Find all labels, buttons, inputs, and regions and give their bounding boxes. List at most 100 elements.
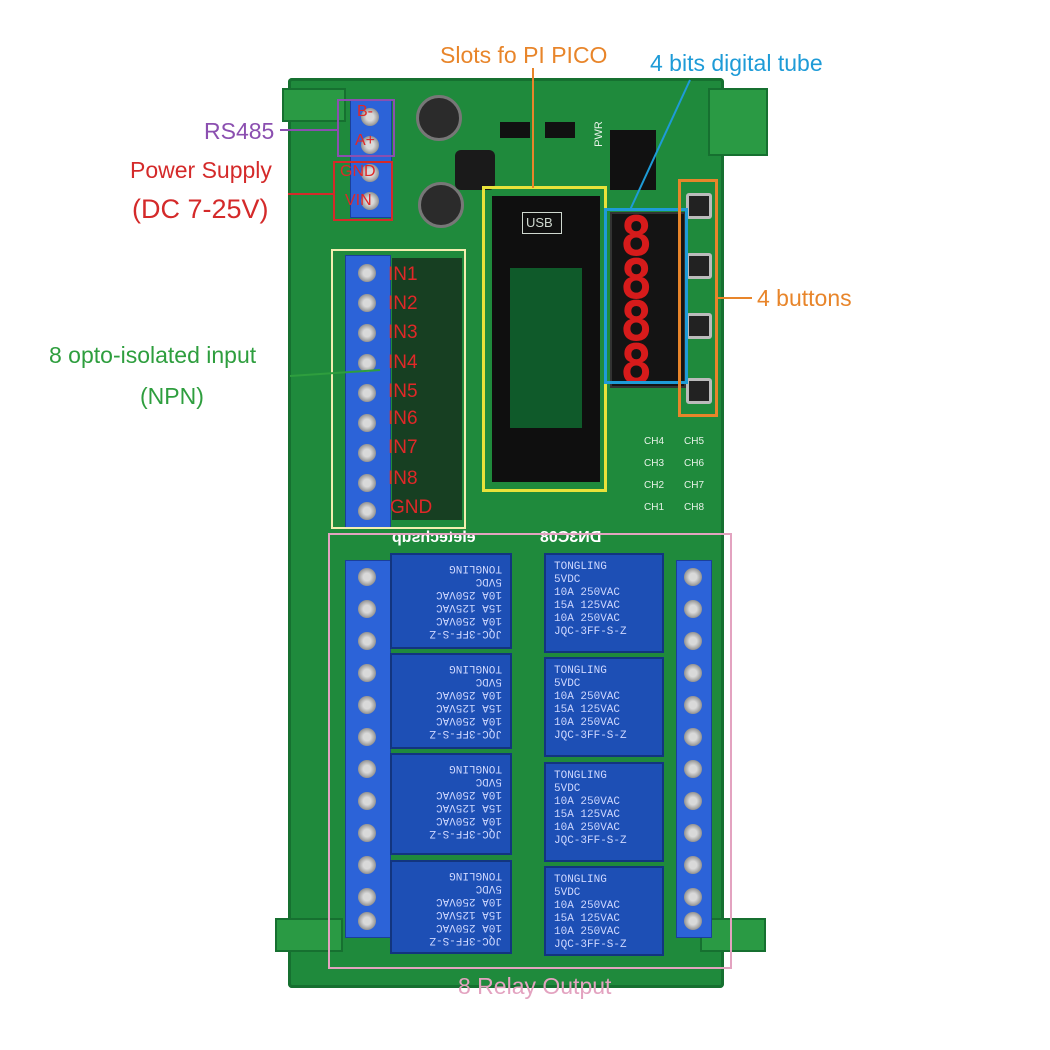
input-label-in7: IN7	[388, 437, 418, 458]
relay-rating: 15A 125VAC	[554, 704, 621, 716]
relay-rating: 15A 125VAC	[554, 600, 621, 612]
input-label-in1: IN1	[388, 264, 418, 285]
screw-icon	[358, 728, 376, 746]
relay-model: JQC-3FF-S-Z	[554, 626, 627, 638]
relay-rating: 10A 250VAC	[554, 613, 621, 625]
screw-icon	[358, 568, 376, 586]
screw-icon	[684, 888, 702, 906]
optocoupler-array	[392, 258, 462, 520]
display-highlight-box	[604, 208, 688, 384]
relay-brand: TONGLING	[554, 874, 607, 886]
tube-callout: 4 bits digital tube	[650, 50, 823, 76]
ic-chip	[545, 122, 575, 138]
ic-chip	[610, 130, 656, 190]
inductor	[455, 150, 495, 190]
input-label-in3: IN3	[388, 322, 418, 343]
screw-icon	[358, 474, 376, 492]
relay: JQC-3FF-S-Z 10A 250VAC 15A 125VAC 10A 25…	[390, 653, 512, 749]
inputs-highlight-box	[331, 249, 466, 529]
relay-rating: 15A 125VAC	[554, 809, 621, 821]
key4-button[interactable]	[686, 378, 712, 404]
terminal-label-b: B-	[357, 103, 373, 120]
screw-icon	[361, 108, 379, 126]
screw-icon	[684, 824, 702, 842]
screw-icon	[684, 856, 702, 874]
screw-icon	[358, 384, 376, 402]
screw-icon	[358, 354, 376, 372]
relay: JQC-3FF-S-Z 10A 250VAC 15A 125VAC 10A 25…	[390, 753, 512, 855]
screw-icon	[684, 664, 702, 682]
input-label-in4: IN4	[388, 352, 418, 373]
relay-terminal-block-left	[345, 560, 391, 938]
terminal-label-a: A+	[355, 132, 376, 149]
din-clip-top-left	[282, 88, 346, 122]
key1-button[interactable]	[686, 193, 712, 219]
screw-icon	[684, 632, 702, 650]
terminal-label-vin: VIN	[345, 192, 372, 209]
capacitor	[416, 95, 462, 141]
screw-icon	[358, 760, 376, 778]
screw-icon	[684, 912, 702, 930]
usb-outline	[522, 212, 562, 234]
screw-icon	[684, 728, 702, 746]
screw-icon	[684, 568, 702, 586]
screw-icon	[358, 294, 376, 312]
led-label-ch6: CH6	[684, 458, 705, 469]
display-digit: 8	[620, 333, 653, 396]
relay: TONGLING 5VDC 10A 250VAC 15A 125VAC 10A …	[544, 553, 664, 653]
relay-rating: 10A 250VAC	[554, 822, 621, 834]
usb-label: USB	[526, 215, 553, 230]
terminal-label-gnd: GND	[340, 163, 376, 180]
seven-segment-display	[610, 212, 686, 388]
screw-icon	[358, 264, 376, 282]
screw-icon	[358, 600, 376, 618]
screw-icon	[361, 192, 379, 210]
tube-leader	[629, 79, 691, 211]
screw-icon	[684, 792, 702, 810]
display-digit: 8	[620, 205, 653, 268]
screw-icon	[358, 664, 376, 682]
relay-rating: 15A 125VAC	[554, 913, 621, 925]
relay-rating: 10A 250VAC	[554, 926, 621, 938]
power-highlight-box	[333, 161, 393, 221]
relay: TONGLING 5VDC 10A 250VAC 15A 125VAC 10A …	[544, 657, 664, 757]
relays-callout: 8 Relay Output	[458, 973, 612, 999]
relay-coil: 5VDC	[554, 783, 581, 795]
screw-icon	[358, 444, 376, 462]
input-label-in8: IN8	[388, 468, 418, 489]
screw-icon	[684, 600, 702, 618]
relay-rating: 10A 250VAC	[554, 900, 621, 912]
screw-icon	[358, 912, 376, 930]
screw-icon	[358, 632, 376, 650]
relay-model: JQC-3FF-S-Z	[554, 730, 627, 742]
screw-icon	[358, 888, 376, 906]
relay-coil: 5VDC	[554, 678, 581, 690]
led-label-ch1: CH1	[644, 502, 665, 513]
input-label-in2: IN2	[388, 293, 418, 314]
screw-icon	[358, 502, 376, 520]
slots-callout: Slots fo PI PICO	[440, 42, 608, 68]
din-clip-top-right	[708, 88, 768, 156]
relay-rating: 10A 250VAC	[554, 796, 621, 808]
led-label-ch5: CH5	[684, 436, 705, 447]
led-label-ch7: CH7	[684, 480, 705, 491]
screw-icon	[358, 856, 376, 874]
relay-brand: TONGLING	[554, 665, 607, 677]
power-callout-line1: Power Supply	[130, 157, 272, 183]
buttons-highlight-box	[678, 179, 718, 417]
led-label-ch3: CH3	[644, 458, 665, 469]
screw-icon	[684, 760, 702, 778]
inputs-callout-line2: (NPN)	[140, 383, 204, 409]
relay: JQC-3FF-S-Z 10A 250VAC 15A 125VAC 10A 25…	[390, 860, 512, 954]
key2-button[interactable]	[686, 253, 712, 279]
relay-rating: 10A 250VAC	[554, 587, 621, 599]
screw-icon	[358, 824, 376, 842]
inputs-callout-line1: 8 opto-isolated input	[49, 342, 257, 368]
relay-brand: TONGLING	[554, 561, 607, 573]
relay-coil: 5VDC	[554, 887, 581, 899]
relay-model: JQC-3FF-S-Z	[554, 939, 627, 951]
input-label-gnd: GND	[390, 497, 433, 518]
display-digit: 8	[620, 248, 653, 311]
relay-rating: 10A 250VAC	[554, 691, 621, 703]
screw-icon	[358, 324, 376, 342]
